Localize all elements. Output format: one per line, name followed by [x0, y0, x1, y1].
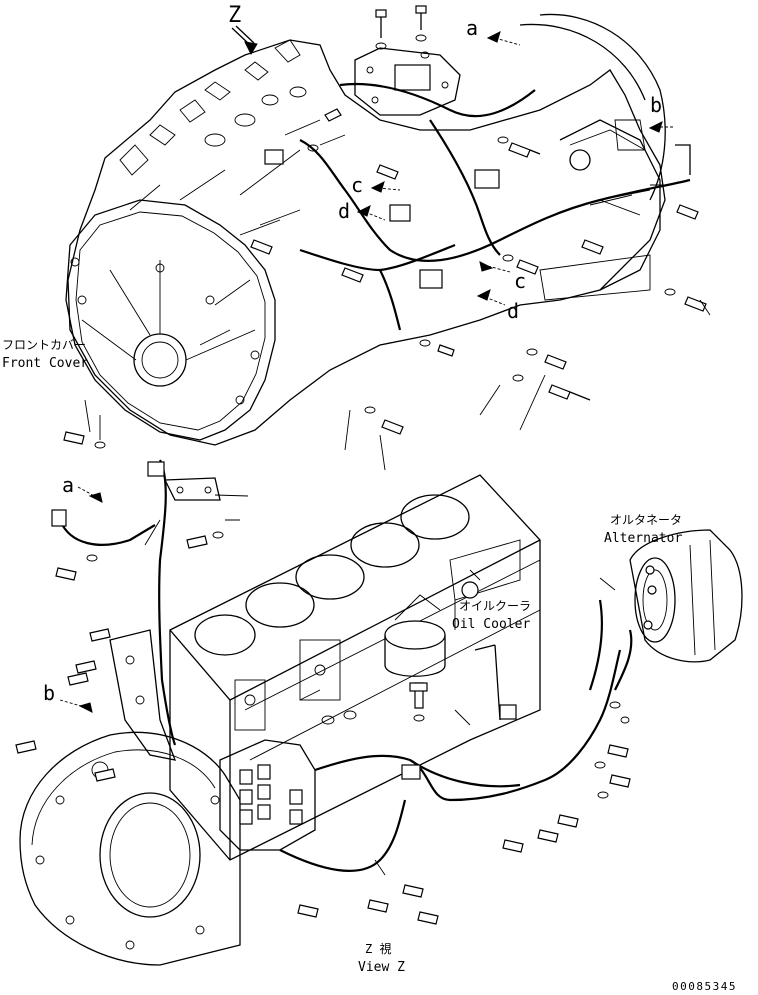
alternator-label-en: Alternator — [604, 531, 682, 546]
lower-wiring-harness — [51, 459, 633, 872]
ref-label-a-lower: a — [62, 473, 74, 497]
ref-label-c-top: c — [351, 173, 363, 197]
oil-cooler — [384, 581, 479, 677]
lower-reference-arrows — [59, 486, 103, 713]
upper-bolts — [250, 108, 707, 435]
oil-cooler-label-jp: オイルクーラ — [459, 599, 531, 613]
front-cover-label-jp: フロントカバー — [2, 338, 86, 352]
lower-bolts — [15, 431, 631, 925]
upper-leader-lines — [199, 119, 711, 471]
ref-label-d-right: d — [507, 299, 519, 323]
ref-label-d-mid: d — [338, 199, 350, 223]
alternator — [629, 529, 743, 663]
ref-label-b-lower: b — [43, 681, 55, 705]
alternator-label-jp: オルタネータ — [610, 513, 682, 527]
starter-relays — [219, 739, 316, 851]
ref-label-c-mid: c — [514, 269, 526, 293]
ref-label-a-top: a — [466, 16, 478, 40]
upper-flywheel-housing — [519, 13, 666, 201]
drawing-number: 00085345 — [672, 980, 737, 993]
upper-wiring-harness — [264, 83, 691, 331]
upper-reference-arrows — [231, 25, 675, 306]
lower-flywheel-housing — [19, 731, 241, 966]
view-caption-en: View Z — [358, 960, 405, 975]
lower-leader-lines — [84, 399, 616, 876]
front-cover-label-en: Front Cover — [2, 356, 88, 371]
ref-label-b-top: b — [650, 93, 662, 117]
lower-left-bracket — [109, 477, 221, 761]
view-caption-jp: Z 視 — [365, 941, 391, 956]
oil-cooler-label-en: Oil Cooler — [452, 617, 530, 632]
upper-bracket — [354, 47, 461, 116]
lower-engine-block — [169, 474, 541, 861]
upper-engine-block — [65, 39, 666, 446]
top-bolts — [375, 5, 430, 59]
view-z-marker: Z — [228, 3, 241, 28]
